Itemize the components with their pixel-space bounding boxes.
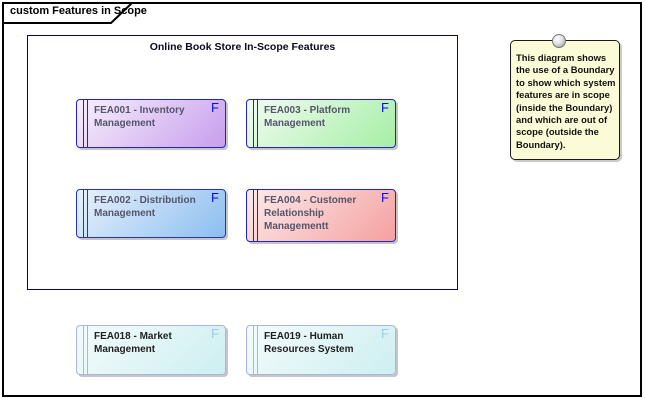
boundary-online-book-store[interactable]: Online Book Store In-Scope Features [27,35,458,290]
feature-type-letter-icon: F [211,190,219,205]
feature-type-letter-icon: F [381,326,389,341]
note-pin-icon [552,34,566,48]
note[interactable]: This diagram shows the use of a Boundary… [510,34,620,160]
feature-type-letter-icon: F [211,326,219,341]
feature-label: FEA001 - Inventory Management [94,105,185,129]
boundary-title: Online Book Store In-Scope Features [149,41,336,53]
feature-label: FEA018 - Market Management [94,331,172,355]
feature-box-fea018[interactable]: FEA018 - Market Management F [76,325,226,375]
feature-edge-lines-icon [253,190,258,241]
feature-box-fea004[interactable]: FEA004 - Customer Relationship Managemen… [246,189,396,242]
feature-type-letter-icon: F [381,190,389,205]
feature-edge-lines-icon [83,100,88,147]
feature-label: FEA004 - Customer Relationship Managemen… [264,195,357,232]
feature-label: FEA002 - Distribution Management [94,195,196,219]
feature-type-letter-icon: F [211,100,219,115]
feature-box-fea001[interactable]: FEA001 - Inventory Management F [76,99,226,148]
feature-edge-lines-icon [253,100,258,147]
tab-shape [2,2,135,24]
feature-box-fea003[interactable]: FEA003 - Platform Management F [246,99,396,148]
feature-box-fea019[interactable]: FEA019 - Human Resources System F [246,325,396,375]
feature-edge-lines-icon [83,326,88,374]
feature-label: FEA019 - Human Resources System [264,331,354,355]
feature-edge-lines-icon [253,326,258,374]
diagram-title: custom Features in Scope [10,5,147,17]
feature-type-letter-icon: F [381,100,389,115]
feature-edge-lines-icon [83,190,88,237]
feature-box-fea002[interactable]: FEA002 - Distribution Management F [76,189,226,238]
feature-label: FEA003 - Platform Management [264,105,351,129]
diagram-title-tab: custom Features in Scope [2,2,147,25]
note-text: This diagram shows the use of a Boundary… [516,52,616,150]
